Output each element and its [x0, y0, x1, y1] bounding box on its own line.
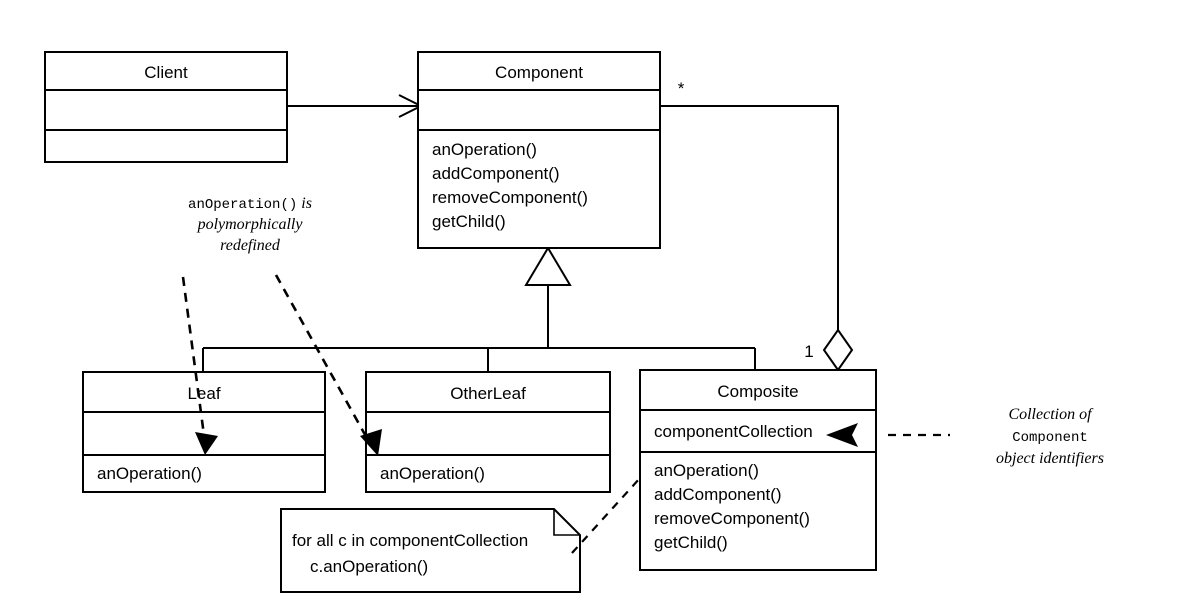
annotation-polymorphic: anOperation() is polymorphically redefin…: [188, 195, 312, 254]
note-line-1: for all c in componentCollection: [292, 531, 528, 550]
annotation-collection: Collection of Component object identifie…: [826, 406, 1104, 467]
composite-operation-3: getChild(): [654, 533, 728, 552]
component-operation-0: anOperation(): [432, 140, 537, 159]
composite-operation-0: anOperation(): [654, 461, 759, 480]
class-box-composite[interactable]: Composite componentCollection anOperatio…: [639, 369, 877, 571]
annotation-left-italic-1: is: [297, 195, 312, 212]
class-name-composite: Composite: [717, 382, 798, 401]
annotation-right-line-1: Collection of: [1008, 406, 1094, 423]
class-name-client: Client: [144, 63, 188, 82]
annotation-right-line-2: object identifiers: [996, 450, 1104, 467]
class-name-leaf: Leaf: [187, 384, 220, 403]
note-line-2: c.anOperation(): [310, 557, 428, 576]
generalization-tree: [202, 246, 756, 372]
class-box-otherleaf[interactable]: OtherLeaf anOperation(): [365, 371, 611, 493]
annotation-left-mono: anOperation(): [188, 197, 297, 213]
annotation-left-line-3: redefined: [220, 237, 281, 254]
component-operation-1: addComponent(): [432, 164, 560, 183]
leaf-operation-0: anOperation(): [97, 464, 202, 483]
otherleaf-operation-0: anOperation(): [380, 464, 485, 483]
multiplicity-composite-end: 1: [804, 342, 813, 361]
note-box[interactable]: for all c in componentCollection c.anOpe…: [280, 508, 581, 593]
association-client-component: [287, 94, 424, 118]
composite-operation-1: addComponent(): [654, 485, 782, 504]
class-name-otherleaf: OtherLeaf: [450, 384, 526, 403]
annotation-arrow-to-otherleaf: [274, 274, 382, 456]
composite-attribute-0: componentCollection: [654, 422, 813, 441]
class-box-component[interactable]: Component anOperation() addComponent() r…: [417, 51, 661, 249]
annotation-left-line-1: anOperation() is: [188, 195, 312, 213]
class-name-component: Component: [495, 63, 583, 82]
multiplicity-component-end: *: [678, 79, 685, 98]
annotation-left-line-2: polymorphically: [197, 216, 304, 233]
class-box-leaf[interactable]: Leaf anOperation(): [82, 371, 326, 493]
composite-operation-2: removeComponent(): [654, 509, 810, 528]
aggregation-component-composite: [660, 105, 854, 372]
note-anchor-composite: [571, 477, 641, 554]
class-box-client[interactable]: Client: [44, 51, 288, 163]
annotation-right-mono: Component: [1012, 430, 1088, 446]
annotation-arrow-to-leaf: [181, 276, 218, 455]
component-operation-3: getChild(): [432, 212, 506, 231]
component-operation-2: removeComponent(): [432, 188, 588, 207]
